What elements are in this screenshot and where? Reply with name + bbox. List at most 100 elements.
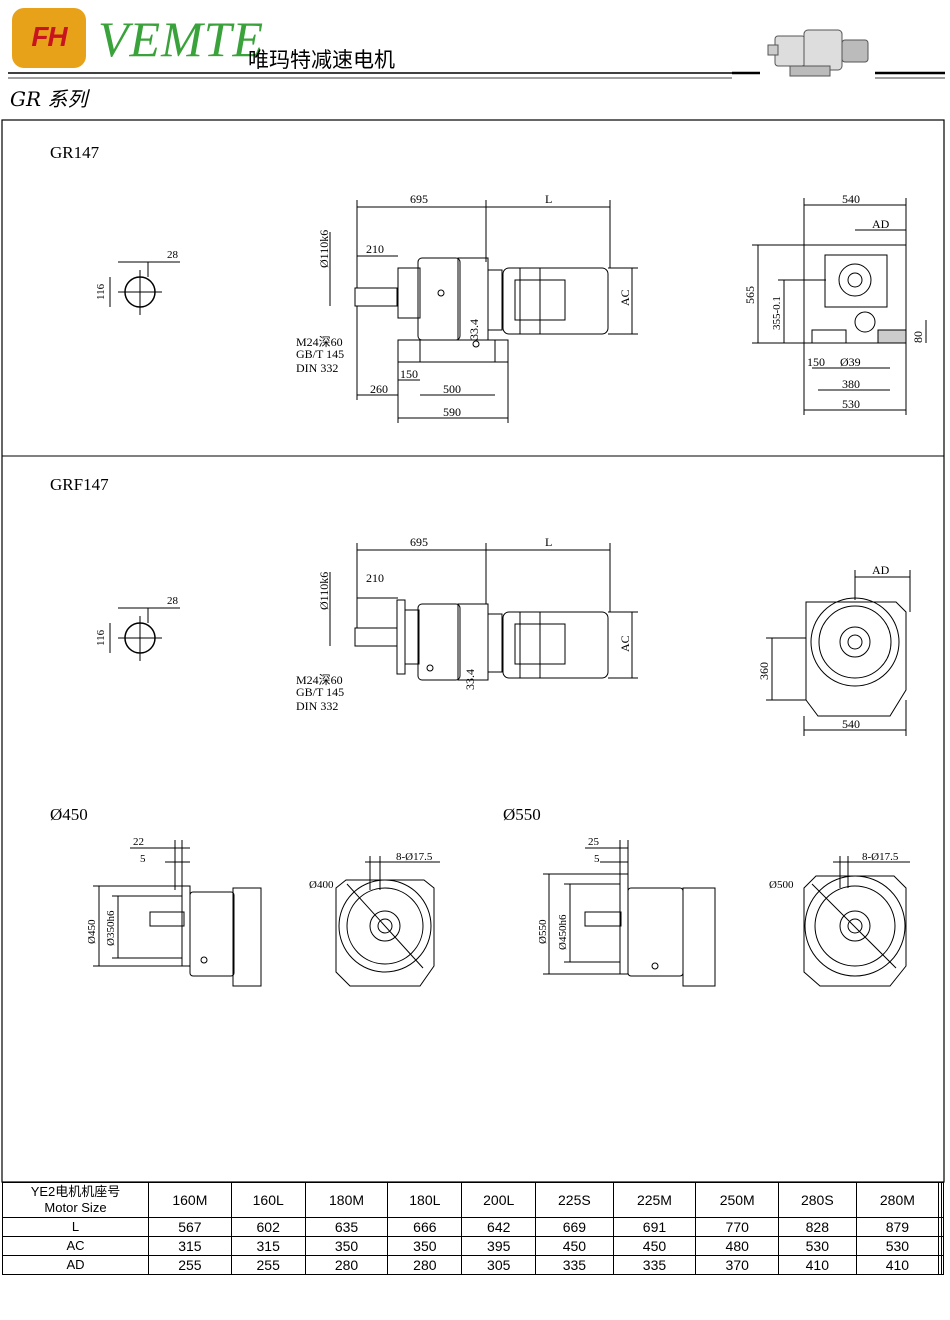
gr147-dim-695: 695 [410, 192, 428, 206]
flange450-end-view [335, 856, 440, 987]
grf147-thread-2: GB/T 145 [296, 685, 344, 699]
value-cell [940, 1255, 945, 1275]
value-cell: 567 [148, 1217, 232, 1237]
value-cell: 530 [855, 1236, 940, 1256]
value-cell: 370 [695, 1255, 780, 1275]
size-cell: 280S [778, 1182, 857, 1218]
value-cell: 450 [612, 1236, 697, 1256]
row-label: L [2, 1217, 149, 1237]
gr147-end-80: 80 [911, 331, 925, 343]
flange550-dim-25: 25 [588, 836, 600, 848]
gr147-dim-150: 150 [400, 367, 418, 381]
table-header-cell: YE2电机机座号 Motor Size [2, 1182, 149, 1218]
gr147-dim-500: 500 [443, 382, 461, 396]
table-row: AD 255 255 280 280 305 335 335 370 410 4… [2, 1255, 945, 1275]
grf147-thread-3: DIN 332 [296, 699, 338, 713]
brand-subtitle: 唯玛特减速电机 [248, 48, 395, 72]
value-cell: 642 [461, 1217, 537, 1237]
gr147-side-view [329, 200, 638, 423]
value-cell: 770 [695, 1217, 780, 1237]
size-cell [940, 1182, 945, 1218]
flange550-end-view [803, 856, 910, 987]
flange550-bolt: 8-Ø17.5 [862, 851, 899, 863]
value-cell: 335 [535, 1255, 614, 1275]
gr147-shaft-section [109, 261, 180, 315]
gr147-shaft-diameter: Ø110k6 [317, 230, 331, 268]
value-cell: 350 [387, 1236, 463, 1256]
flange450-side-view [93, 840, 262, 987]
size-cell: 160L [230, 1182, 306, 1218]
grf147-dim-695: 695 [410, 535, 428, 549]
gr147-end-39: Ø39 [840, 355, 861, 369]
gr147-dim-L: L [545, 192, 552, 206]
gr147-dim-210: 210 [366, 242, 384, 256]
value-cell: 410 [778, 1255, 857, 1275]
value-cell: 305 [461, 1255, 537, 1275]
company-logo: FH [12, 8, 86, 68]
grf147-shaft-dia: 116 [95, 629, 107, 646]
flange550-pilot: Ø450h6 [557, 914, 569, 950]
table-header-row: YE2电机机座号 Motor Size 160M 160L 180M 180L … [2, 1182, 945, 1218]
gr147-end-380: 380 [842, 377, 860, 391]
grf147-end-view [766, 570, 911, 736]
value-cell: 666 [387, 1217, 463, 1237]
table-row: L 567 602 635 666 642 669 691 770 828 87… [2, 1217, 945, 1237]
header-cn: YE2电机机座号 [30, 1184, 121, 1199]
value-cell: 350 [304, 1236, 389, 1256]
flange450-dim-22: 22 [133, 836, 144, 848]
value-cell [940, 1236, 945, 1256]
gr147-end-view [752, 198, 927, 415]
flange450-pilot: Ø350h6 [105, 910, 117, 946]
value-cell: 280 [387, 1255, 463, 1275]
flange450-title: Ø450 [50, 805, 88, 824]
gr147-end-540: 540 [842, 192, 860, 206]
grf147-end-360: 360 [757, 662, 771, 680]
grf147-side-view [329, 543, 638, 681]
value-cell: 530 [778, 1236, 857, 1256]
grf147-dim-L: L [545, 535, 552, 549]
size-cell: 200L [461, 1182, 537, 1218]
flange550-dim-5: 5 [594, 853, 600, 865]
gr147-thread-2: GB/T 145 [296, 347, 344, 361]
value-cell: 602 [230, 1217, 306, 1237]
header-en: Motor Size [44, 1200, 107, 1215]
gr147-dim-590: 590 [443, 405, 461, 419]
table-row: AC 315 315 350 350 395 450 450 480 530 5… [2, 1236, 945, 1256]
grf147-key-dim: 28 [167, 595, 179, 607]
value-cell: 635 [304, 1217, 389, 1237]
flange450-bolt: 8-Ø17.5 [396, 851, 433, 863]
row-label: AD [2, 1255, 149, 1275]
grf147-dim-33: 33.4 [463, 669, 477, 690]
gr147-end-355: 355-0.1 [771, 296, 783, 330]
value-cell [940, 1217, 945, 1237]
row-label: AC [2, 1236, 149, 1256]
gr147-dim-260: 260 [370, 382, 388, 396]
value-cell: 315 [148, 1236, 232, 1256]
logo-text: FH [31, 21, 67, 52]
flange450-outer: Ø450 [86, 919, 98, 944]
gr147-shaft-dia: 116 [95, 283, 107, 300]
size-cell: 180L [387, 1182, 463, 1218]
value-cell: 450 [535, 1236, 614, 1256]
size-cell: 280M [855, 1182, 940, 1218]
series-label: GR 系列 [10, 87, 88, 111]
value-cell: 255 [230, 1255, 306, 1275]
grf147-title: GRF147 [50, 475, 109, 494]
gr147-end-ad: AD [872, 217, 890, 231]
grf147-thread-1: M24深60 [296, 673, 343, 687]
value-cell: 280 [304, 1255, 389, 1275]
value-cell: 395 [461, 1236, 537, 1256]
header-rule [8, 29, 945, 79]
product-thumbnail [767, 29, 869, 77]
size-cell: 180M [304, 1182, 389, 1218]
flange450-pcd: Ø400 [309, 879, 334, 891]
grf147-dim-210: 210 [366, 571, 384, 585]
size-cell: 225M [612, 1182, 697, 1218]
size-cell: 250M [695, 1182, 780, 1218]
gr147-end-565: 565 [743, 286, 757, 304]
value-cell: 255 [148, 1255, 232, 1275]
brand-name: VEMTE [98, 11, 265, 67]
motor-spec-table: YE2电机机座号 Motor Size 160M 160L 180M 180L … [2, 1182, 945, 1275]
flange550-outer: Ø550 [537, 919, 549, 944]
